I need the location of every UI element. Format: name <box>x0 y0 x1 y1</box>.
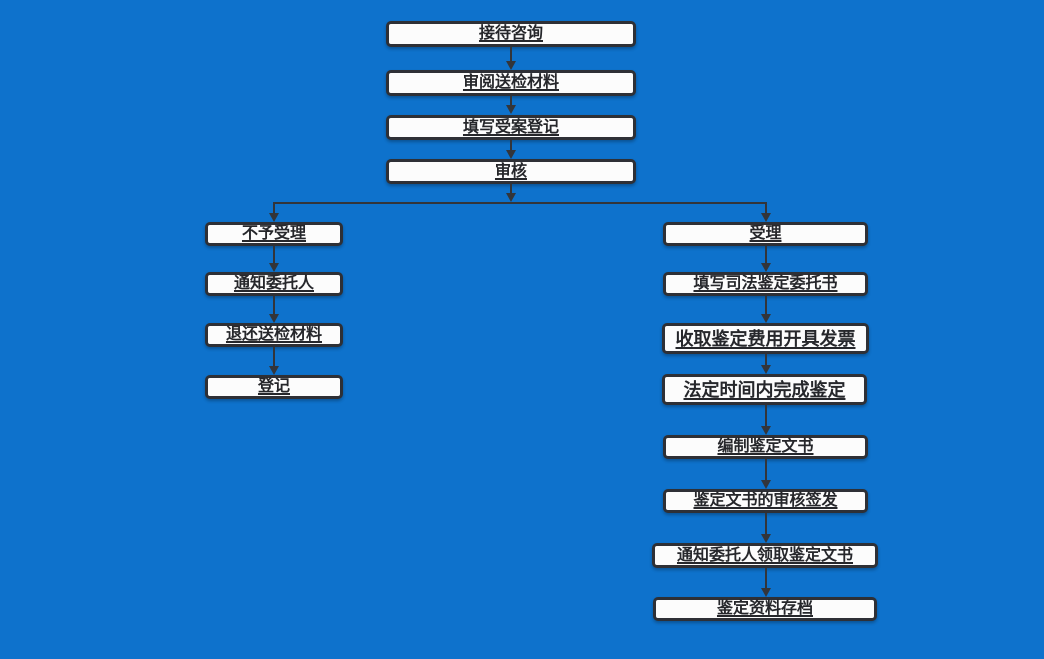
flow-node-archive-materials: 鉴定资料存档 <box>653 597 877 621</box>
connector-line <box>765 203 767 214</box>
flow-node-label: 接待咨询 <box>478 25 543 42</box>
flow-node-label: 受理 <box>749 225 782 242</box>
flow-node-notify-client-collect-report: 通知委托人领取鉴定文书 <box>652 543 878 568</box>
flow-node-complete-within-legal-time: 法定时间内完成鉴定 <box>662 374 867 405</box>
arrow-down-icon <box>761 213 771 222</box>
flow-node-label: 鉴定文书的审核签发 <box>693 492 838 509</box>
flow-node-label: 退还送检材料 <box>225 326 322 343</box>
connector-line <box>765 459 767 480</box>
connector-line <box>510 47 512 62</box>
flow-node-label: 审阅送检材料 <box>462 74 559 91</box>
flow-node-label: 不予受理 <box>241 225 306 242</box>
flow-node-label: 填写受案登记 <box>462 118 559 136</box>
flow-node-label: 鉴定资料存档 <box>716 600 813 617</box>
arrow-down-icon <box>761 263 771 272</box>
connector-line <box>765 405 767 426</box>
connector-line <box>510 184 512 194</box>
flow-node-review: 审核 <box>386 159 636 184</box>
flow-node-label: 通知委托人 <box>233 275 314 292</box>
arrow-down-icon <box>761 480 771 489</box>
arrow-down-icon <box>761 534 771 543</box>
flow-node-report-review-sign: 鉴定文书的审核签发 <box>663 489 868 513</box>
arrow-down-icon <box>269 263 279 272</box>
flow-node-label: 法定时间内完成鉴定 <box>683 379 846 400</box>
connector-line <box>273 203 275 214</box>
flow-node-collect-fee-invoice: 收取鉴定费用开具发票 <box>662 323 869 354</box>
flow-node-notify-client: 通知委托人 <box>205 272 343 296</box>
flow-node-fill-commission-letter: 填写司法鉴定委托书 <box>663 272 868 296</box>
arrow-down-icon <box>269 366 279 375</box>
flow-node-return-materials: 退还送检材料 <box>205 323 343 347</box>
arrow-down-icon <box>269 314 279 323</box>
connector-line <box>510 96 512 107</box>
connector-line <box>273 296 275 314</box>
flow-node-label: 登记 <box>257 378 290 395</box>
arrow-down-icon <box>761 588 771 597</box>
flow-node-label: 编制鉴定文书 <box>717 438 814 455</box>
arrow-down-icon <box>761 426 771 435</box>
arrow-down-icon <box>761 314 771 323</box>
branch-horizontal-line <box>273 202 767 204</box>
connector-line <box>765 568 767 588</box>
arrow-down-icon <box>506 105 516 114</box>
connector-line <box>765 246 767 263</box>
flow-node-not-accepted: 不予受理 <box>205 222 343 246</box>
arrow-down-icon <box>506 61 516 70</box>
arrow-down-icon <box>761 365 771 374</box>
flow-node-label: 通知委托人领取鉴定文书 <box>676 546 853 564</box>
flow-node-register: 登记 <box>205 375 343 399</box>
flow-node-reception-consult: 接待咨询 <box>386 21 636 47</box>
flow-node-label: 填写司法鉴定委托书 <box>693 275 838 292</box>
flow-node-review-materials: 审阅送检材料 <box>386 70 636 96</box>
arrow-down-icon <box>506 193 516 202</box>
flow-node-case-registration: 填写受案登记 <box>386 115 636 140</box>
flow-node-accepted: 受理 <box>663 222 868 246</box>
flow-node-compile-report: 编制鉴定文书 <box>663 435 868 459</box>
connector-line <box>273 347 275 366</box>
connector-line <box>765 354 767 365</box>
connector-line <box>510 140 512 150</box>
arrow-down-icon <box>269 213 279 222</box>
connector-line <box>273 246 275 263</box>
flow-node-label: 收取鉴定费用开具发票 <box>675 328 856 349</box>
flow-node-label: 审核 <box>494 162 527 180</box>
connector-line <box>765 513 767 534</box>
connector-line <box>765 296 767 314</box>
arrow-down-icon <box>506 150 516 159</box>
